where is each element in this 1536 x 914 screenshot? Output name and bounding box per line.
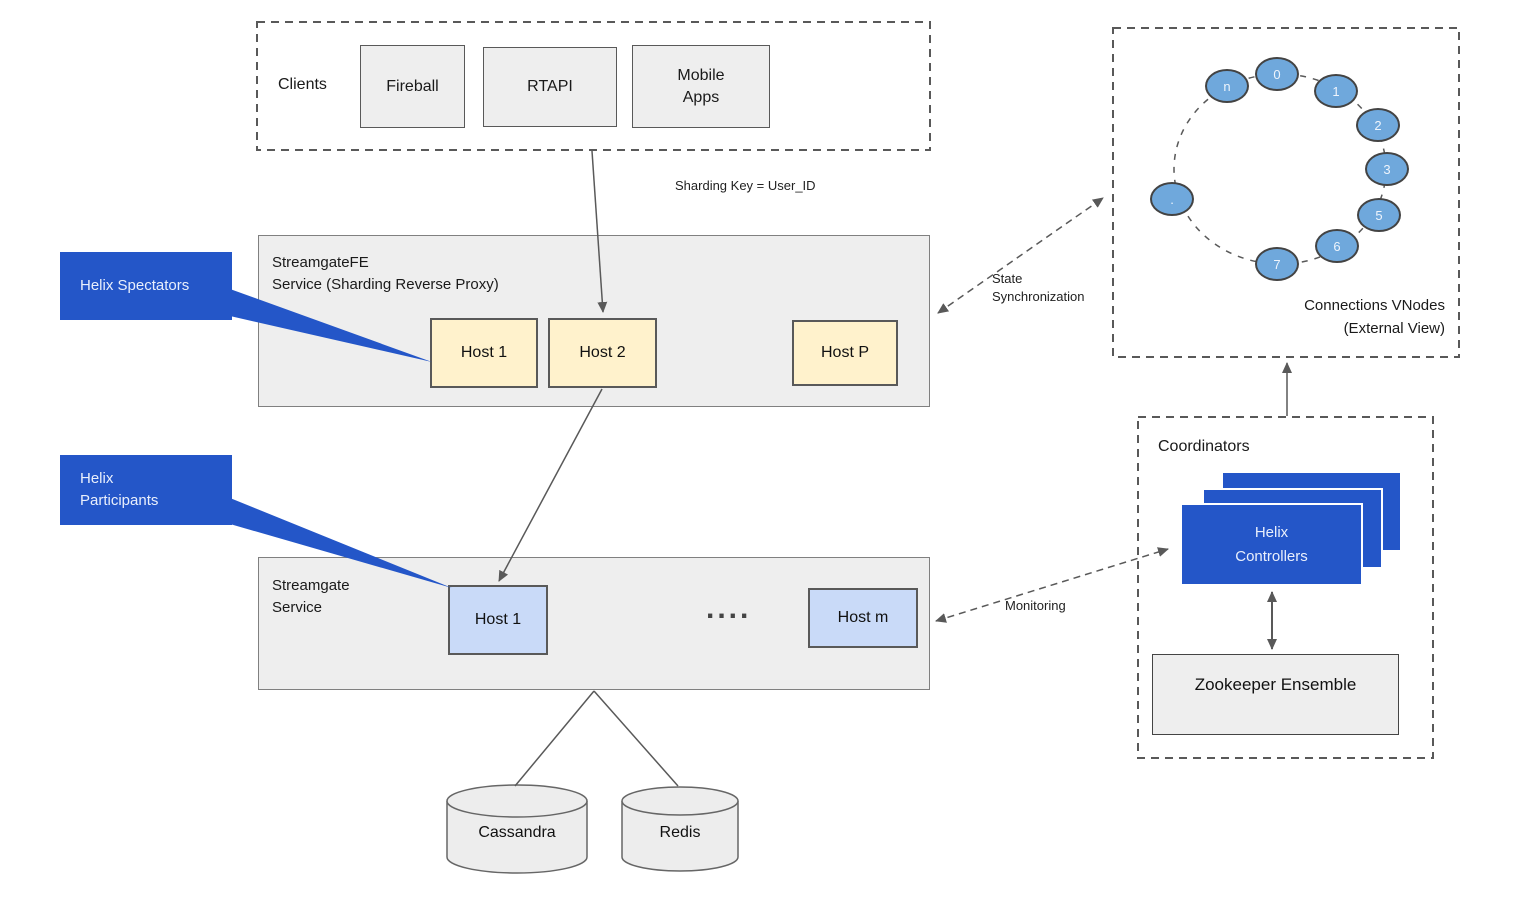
arrow-fe-to-sg [498,388,603,582]
client-app-rtapi: RTAPI [483,47,617,127]
vnode-1: 1 [1314,74,1358,108]
helix-spectators-callout: Helix Spectators [60,252,232,320]
fe-host-1: Host 1 [430,318,538,388]
coordinators-label: Coordinators [1158,438,1250,455]
zookeeper-ensemble-box: Zookeeper Ensemble [1152,654,1399,735]
vnode-3: 3 [1365,152,1409,186]
fe-host-p: Host P [792,320,898,386]
helix-controllers-box: Helix Controllers [1180,503,1363,586]
vnode-dot: . [1150,182,1194,216]
vnodes-title: Connections VNodes (External View) [1304,297,1445,338]
sg-host-m: Host m [808,588,918,648]
vnode-2: 2 [1356,108,1400,142]
line-sg-to-redis [593,690,679,787]
line-sg-to-cassandra [514,690,595,787]
vnode-0: 0 [1255,57,1299,91]
client-app-mobile: Mobile Apps [632,45,770,128]
clients-label: Clients [278,76,327,93]
vnode-7: 7 [1255,247,1299,281]
monitoring-label: Monitoring [1005,598,1066,613]
hosts-ellipsis: .... [706,592,752,625]
redis-label: Redis [659,824,701,841]
sg-host-1: Host 1 [448,585,548,655]
fe-host-2: Host 2 [548,318,657,388]
streamgatefe-title: StreamgateFE Service (Sharding Reverse P… [272,254,499,293]
client-app-fireball: Fireball [360,45,465,128]
vnode-5: 5 [1357,198,1401,232]
cassandra-label: Cassandra [478,824,556,841]
state-sync-label: State Synchronization [992,271,1085,305]
helix-participants-callout: Helix Participants [60,455,232,525]
vnode-6: 6 [1315,229,1359,263]
sharding-key-label: Sharding Key = User_ID [675,178,816,193]
streamgate-title: Streamgate Service [272,577,350,616]
vnode-n: n [1205,69,1249,103]
